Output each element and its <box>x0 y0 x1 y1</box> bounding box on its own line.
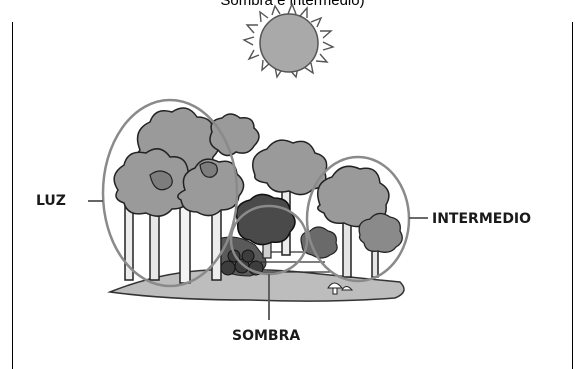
luz-label: LUZ <box>36 193 66 209</box>
sun-icon <box>244 4 333 77</box>
sombra-label: SOMBRA <box>232 328 300 344</box>
intermedio-label: INTERMEDIO <box>432 211 531 227</box>
